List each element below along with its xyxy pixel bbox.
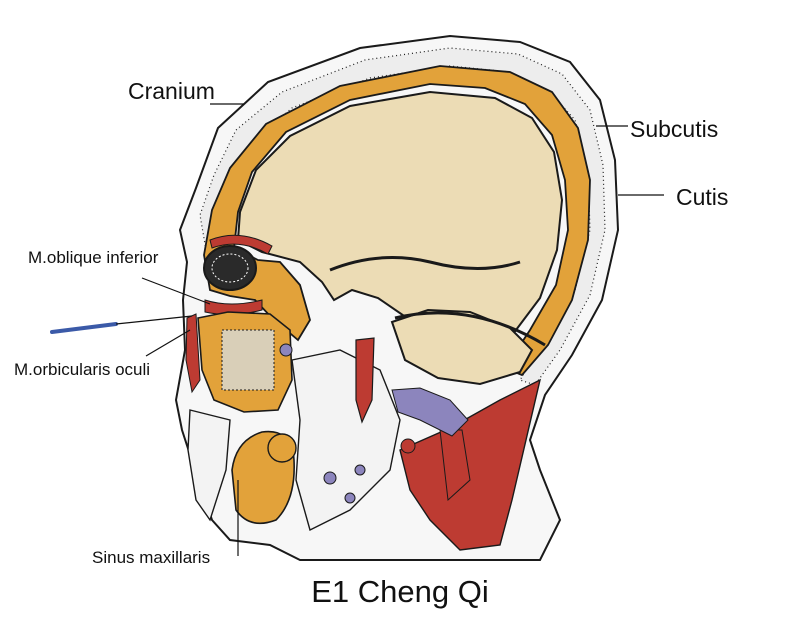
cerebellum [390,308,534,386]
label-sinus-maxillaris: Sinus maxillaris [92,548,211,567]
neck-muscle [399,378,542,551]
vessel-dot-4 [354,464,366,476]
label-cranium: Cranium [128,78,215,104]
ethmoid-pattern [221,329,275,391]
acupuncture-needle [50,322,118,334]
leader-needle [115,315,193,325]
cranium-bone [203,65,591,377]
sinus-small-round [267,433,297,463]
label-m-oblique-inferior: M.oblique inferior [28,248,159,267]
vessel-dot-2 [323,471,337,485]
m-orbicularis-oculi-muscle [185,313,201,394]
vessel-dot-5 [400,438,416,454]
leader-m-oblique-inferior [141,277,211,305]
vessel-large [391,387,469,437]
tentorium [394,311,546,347]
label-cutis: Cutis [676,184,729,210]
label-subcutis: Subcutis [630,116,719,142]
leader-m-orbicularis-oculi [145,329,191,357]
eye-lens-highlight [211,253,249,283]
nasal-cavity-structures [187,409,231,522]
pterygoid-muscle [355,337,375,424]
label-m-orbicularis-oculi: M.orbicularis oculi [14,360,151,379]
lateral-fissure [329,256,521,272]
subcutis-layer [199,47,606,386]
eyeball [203,245,257,291]
vessel-dot-1 [279,343,293,357]
diagram-caption: E1 Cheng Qi [311,574,489,609]
superior-eye-muscle [209,234,273,255]
vessel-dot-3 [344,492,356,504]
